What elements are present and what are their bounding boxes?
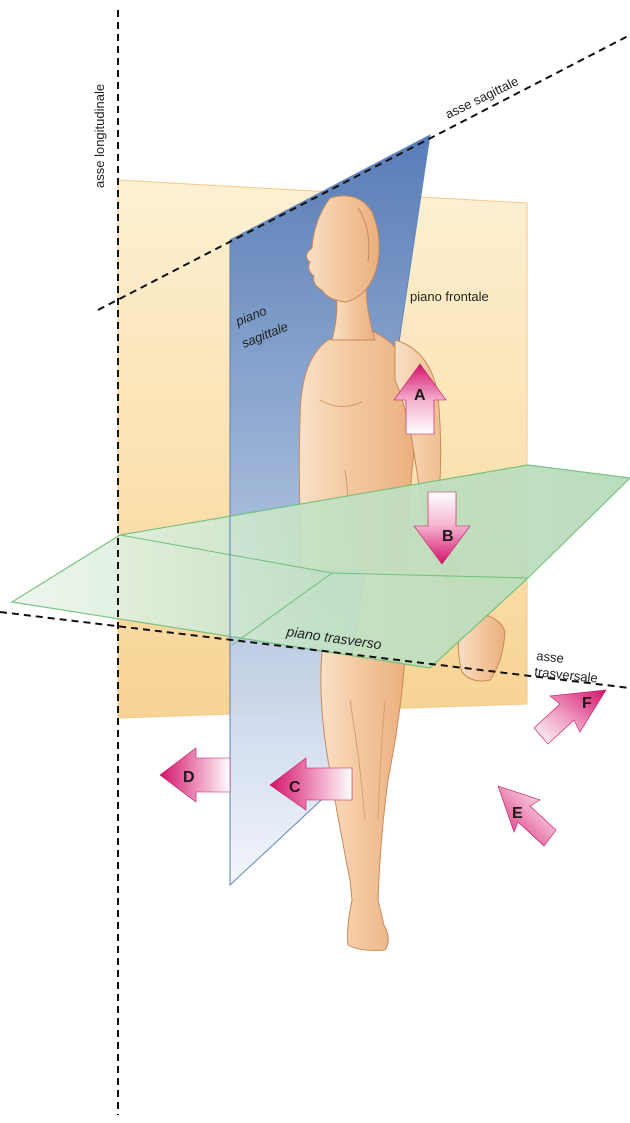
arrow-e-letter: E — [512, 805, 523, 822]
transverse-axis-label-line1: asse — [536, 648, 565, 666]
arrow-e: E — [498, 786, 556, 846]
frontal-plane-label: piano frontale — [410, 289, 489, 304]
longitudinal-axis-label: asse longitudinale — [92, 84, 107, 188]
arrow-f-letter: F — [582, 695, 592, 712]
arrow-a-letter: A — [414, 387, 426, 404]
transverse-axis-label-line2: trasversale — [534, 664, 599, 686]
arrow-d: D — [160, 748, 230, 802]
arrow-f: F — [534, 690, 606, 744]
arrow-d-letter: D — [183, 769, 195, 786]
arrow-b-letter: B — [442, 528, 454, 545]
arrow-c-letter: C — [289, 779, 301, 796]
